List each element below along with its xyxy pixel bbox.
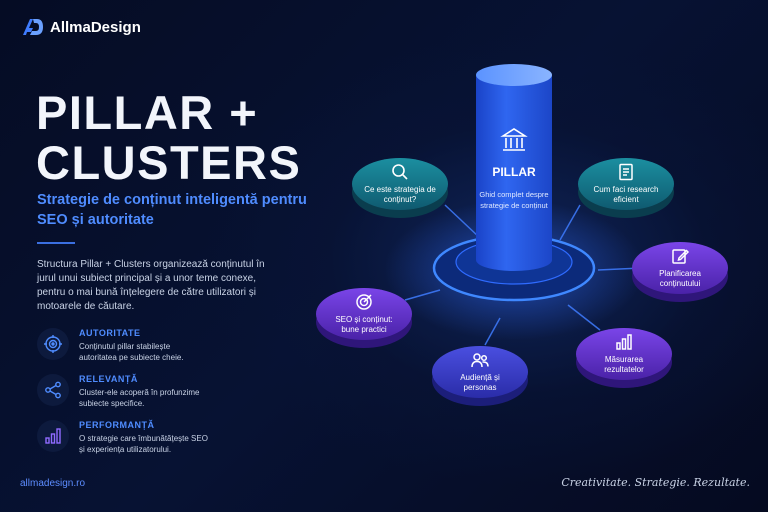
pillar-title: PILLAR [492, 165, 536, 179]
target-icon [356, 293, 372, 310]
feature-relevance: RELEVANȚĂ Cluster-ele acoperă în profunz… [37, 374, 209, 409]
feature-performance: PERFORMANȚĂ O strategie care îmbunătățeș… [37, 420, 209, 455]
cluster-label: Ce este strategia de conținut? [364, 184, 436, 204]
cluster-node-research[interactable]: Cum faci research eficient [578, 158, 674, 208]
feature-title: AUTORITATE [79, 328, 141, 338]
pillar-top [476, 64, 552, 86]
cluster-disk-2 [578, 158, 674, 218]
website-link[interactable]: allmadesign.ro [20, 478, 86, 489]
bar-chart-icon [37, 420, 69, 452]
feature-text: O strategie care îmbunătățește SEO și ex… [79, 434, 208, 454]
page-subtitle: Strategie de conținut inteligentă pentru… [37, 192, 307, 228]
cluster-label: Cum faci research eficient [593, 184, 659, 204]
title-line-1: PILLAR + [36, 86, 259, 139]
brand-name: AllmaDesign [50, 18, 141, 36]
feature-title: PERFORMANȚĂ [79, 420, 155, 430]
logo-icon [23, 19, 43, 35]
cluster-node-strategy[interactable]: Ce este strategia de conținut? [352, 158, 448, 208]
feature-authority: AUTORITATE Conținutul pillar stabilește … [37, 328, 209, 363]
cluster-label: Măsurarea rezultatelor [604, 354, 644, 374]
cluster-label: Planificarea conținutului [659, 268, 701, 288]
users-icon [471, 352, 489, 367]
divider [37, 242, 75, 244]
cluster-disk-4 [576, 328, 672, 388]
title-line-2: CLUSTERS [36, 136, 302, 189]
feature-text: Cluster-ele acoperă în profunzime subiec… [79, 388, 200, 408]
cluster-node-seo[interactable]: SEO și conținut: bune practici [316, 288, 412, 338]
tagline: Creativitate. Strategie. Rezultate. [561, 476, 750, 489]
cluster-disk-6 [316, 288, 412, 348]
target-icon [37, 328, 69, 360]
description: Structura Pillar + Clusters organizează … [37, 259, 265, 312]
share-icon [37, 374, 69, 406]
cluster-label: SEO și conținut: bune practici [335, 314, 393, 334]
connector-lines [404, 204, 641, 346]
feature-text: Conținutul pillar stabilește autoritatea… [79, 342, 184, 362]
page-title: PILLAR + CLUSTERS [36, 88, 301, 188]
cluster-disk-3 [632, 242, 728, 302]
cluster-node-audience[interactable]: Audiență și personas [432, 346, 528, 396]
pillar-node[interactable]: PILLAR Ghid complet despre strategie de … [476, 125, 552, 211]
feature-title: RELEVANȚĂ [79, 374, 138, 384]
bar-chart-icon [616, 333, 632, 350]
brand-logo: AllmaDesign [22, 18, 141, 36]
cluster-disk-5 [432, 346, 528, 406]
search-icon [392, 163, 408, 180]
cluster-node-planning[interactable]: Planificarea conținutului [632, 242, 728, 292]
cluster-label: Audiență și personas [460, 372, 500, 392]
pillar-body [476, 75, 552, 271]
cluster-disk-1 [352, 158, 448, 218]
edit-icon [672, 248, 690, 264]
document-icon [619, 163, 633, 180]
bank-icon [500, 128, 528, 151]
pillar-text: Ghid complet despre strategie de conținu… [479, 190, 549, 210]
cluster-node-measurement[interactable]: Măsurarea rezultatelor [576, 328, 672, 378]
